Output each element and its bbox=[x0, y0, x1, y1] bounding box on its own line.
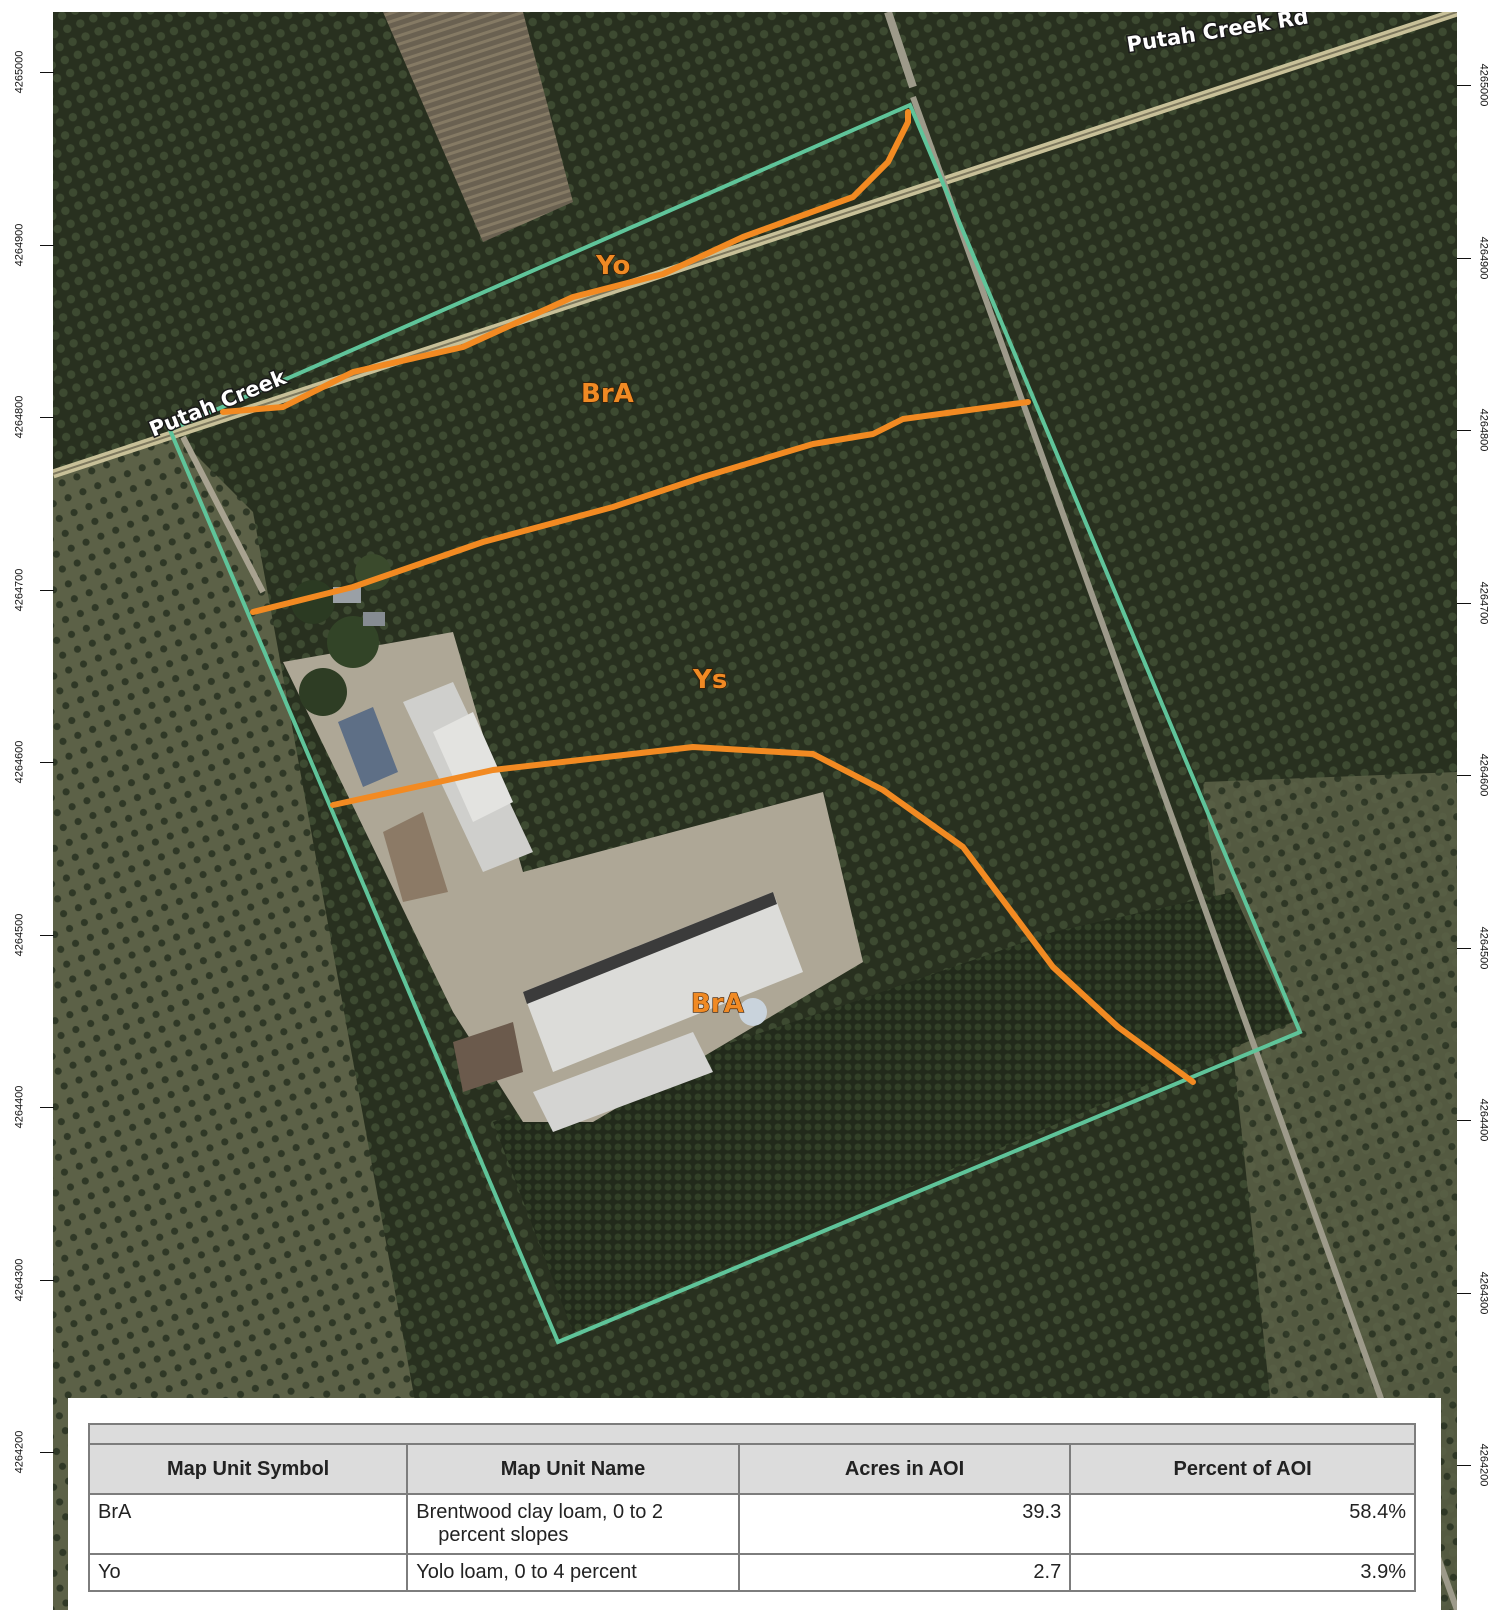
left-axis-tick bbox=[40, 244, 54, 246]
cell-percent: 3.9% bbox=[1069, 1553, 1416, 1592]
right-axis-tick bbox=[1457, 257, 1471, 259]
left-axis-tick bbox=[40, 1279, 54, 1281]
right-axis-tick bbox=[1457, 85, 1471, 86]
right-axis-tick bbox=[1457, 1465, 1471, 1466]
right-axis-label: 4264500 bbox=[1477, 926, 1490, 969]
right-axis-tick bbox=[1457, 947, 1471, 949]
right-axis-tick bbox=[1457, 1120, 1471, 1121]
roads bbox=[53, 12, 1457, 1610]
right-axis-tick bbox=[1457, 602, 1471, 604]
left-axis-tick bbox=[40, 762, 54, 763]
right-axis-tick bbox=[1457, 1292, 1471, 1294]
cell-name: Yolo loam, 0 to 4 percent bbox=[406, 1553, 740, 1592]
fallow-field bbox=[383, 12, 573, 242]
map-unit-legend-table: Map Unit Symbol Map Unit Name Acres in A… bbox=[87, 1423, 1416, 1592]
soil-label-yo: Yo bbox=[595, 251, 630, 281]
soil-boundaries bbox=[220, 109, 1196, 1085]
right-axis-label: 4264300 bbox=[1477, 1271, 1490, 1314]
cell-name-line1: Brentwood clay loam, 0 to 2 bbox=[416, 1501, 664, 1523]
left-axis-label: 4264600 bbox=[13, 740, 26, 784]
map-frame[interactable]: Putah Creek Rd Putah Creek Yo BrA Ys BrA bbox=[53, 12, 1457, 1610]
cell-symbol: BrA bbox=[87, 1493, 409, 1555]
industrial-site bbox=[283, 632, 863, 1132]
left-axis-label: 4265000 bbox=[13, 50, 26, 94]
cell-percent: 58.4% bbox=[1069, 1493, 1416, 1555]
cell-symbol: Yo bbox=[87, 1553, 409, 1592]
left-axis-tick bbox=[40, 72, 54, 73]
left-axis-label: 4264700 bbox=[13, 568, 26, 611]
left-axis-tick bbox=[40, 589, 54, 591]
header-map-unit-name: Map Unit Name bbox=[406, 1443, 740, 1495]
right-axis-label: 4264600 bbox=[1477, 753, 1490, 797]
cell-acres: 2.7 bbox=[737, 1553, 1072, 1592]
sparse-orchard-west bbox=[53, 432, 453, 1610]
cell-name-line2: percent slopes bbox=[438, 1524, 569, 1546]
left-axis-label: 4264300 bbox=[13, 1258, 26, 1301]
left-axis-tick bbox=[40, 934, 54, 936]
left-axis-label: 4264900 bbox=[13, 223, 26, 266]
left-axis-label: 4264800 bbox=[13, 395, 26, 439]
left-axis-label: 4264200 bbox=[13, 1430, 26, 1474]
table-row: Yo Yolo loam, 0 to 4 percent 2.7 3.9% bbox=[87, 1553, 1416, 1592]
aerial-map[interactable]: Putah Creek Rd Putah Creek Yo BrA Ys BrA bbox=[53, 12, 1457, 1610]
header-acres-in-aoi: Acres in AOI bbox=[737, 1443, 1072, 1495]
right-axis-label: 4264400 bbox=[1477, 1098, 1490, 1142]
header-percent-of-aoi: Percent of AOI bbox=[1069, 1443, 1416, 1495]
cell-name: Brentwood clay loam, 0 to 2 percent slop… bbox=[406, 1493, 740, 1555]
cell-acres: 39.3 bbox=[737, 1493, 1072, 1555]
soil-label-ys: Ys bbox=[692, 665, 727, 695]
right-axis-label: 4264800 bbox=[1477, 408, 1490, 452]
cell-name-line1: Yolo loam, 0 to 4 percent bbox=[416, 1561, 637, 1583]
table-row: BrA Brentwood clay loam, 0 to 2 percent … bbox=[87, 1493, 1416, 1555]
legend-panel: Map Unit Symbol Map Unit Name Acres in A… bbox=[68, 1398, 1441, 1610]
right-axis-label: 4264900 bbox=[1477, 236, 1490, 279]
left-axis-label: 4264400 bbox=[13, 1085, 26, 1129]
right-axis-label: 4264200 bbox=[1477, 1443, 1490, 1487]
right-axis-tick bbox=[1457, 430, 1471, 431]
soil-label-bra-north: BrA bbox=[581, 379, 634, 409]
left-axis-tick bbox=[40, 1452, 54, 1453]
table-header-row: Map Unit Symbol Map Unit Name Acres in A… bbox=[87, 1443, 1416, 1495]
right-axis-tick bbox=[1457, 775, 1471, 776]
left-axis-label: 4264500 bbox=[13, 913, 26, 956]
left-axis-tick bbox=[40, 417, 54, 418]
header-map-unit-symbol: Map Unit Symbol bbox=[87, 1443, 409, 1495]
right-axis-label: 4264700 bbox=[1477, 581, 1490, 624]
residence-trees bbox=[291, 554, 391, 716]
table-title-strip bbox=[88, 1423, 1416, 1445]
right-axis-label: 4265000 bbox=[1477, 63, 1490, 107]
soil-label-bra-south: BrA bbox=[691, 989, 744, 1019]
aoi-boundary bbox=[167, 102, 1303, 1345]
left-axis-tick bbox=[40, 1107, 54, 1108]
